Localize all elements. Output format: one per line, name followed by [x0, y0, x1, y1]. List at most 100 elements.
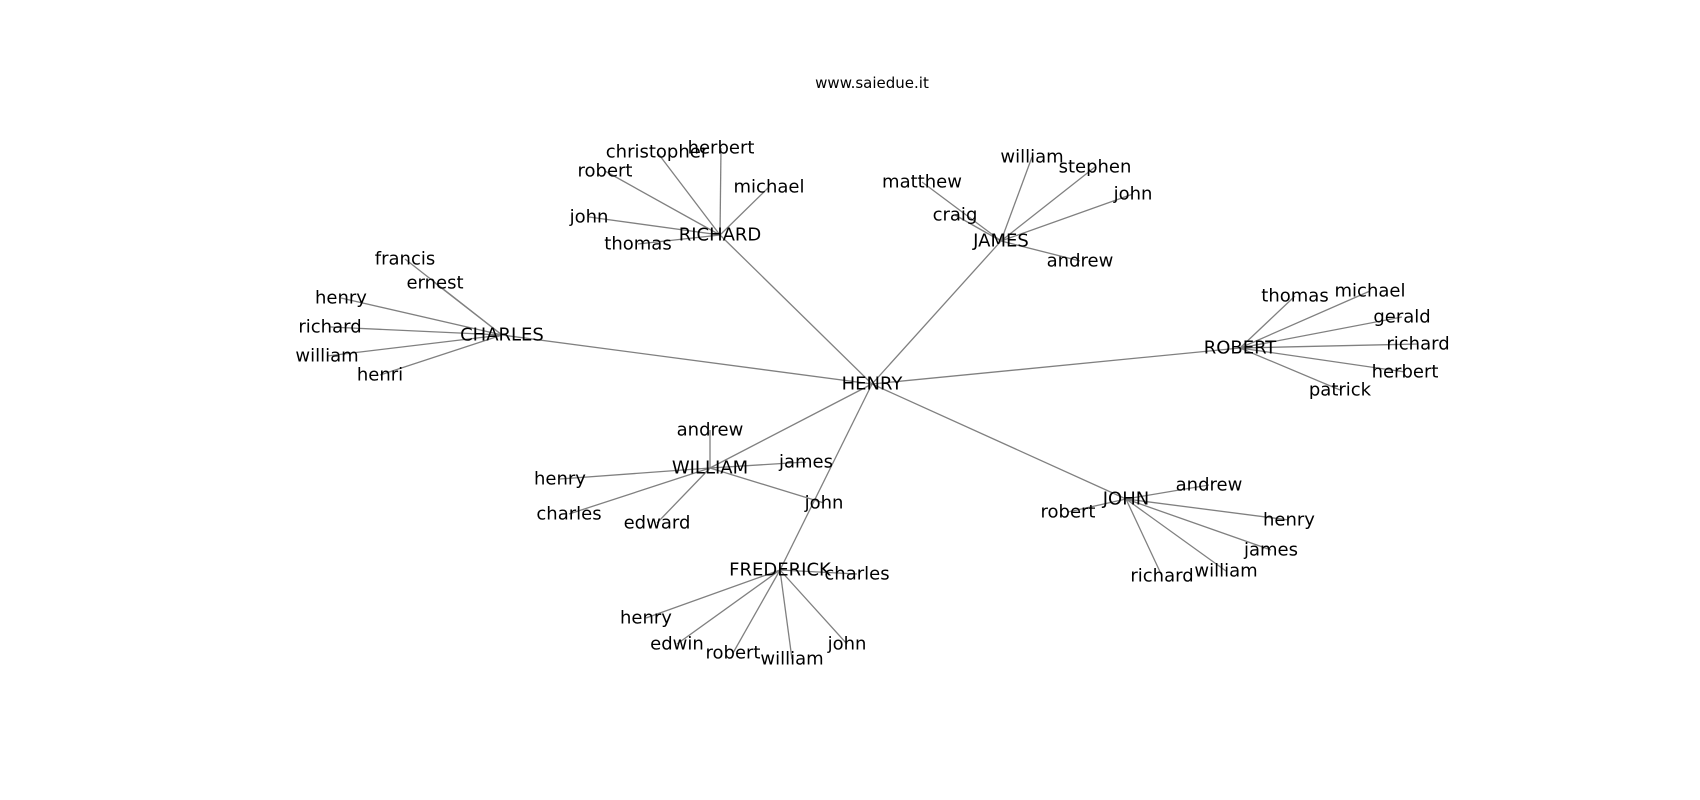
- hub-node-label-robert: ROBERT: [1204, 338, 1278, 359]
- leaf-node-label-charles-henry: henry: [315, 288, 367, 309]
- edge-richard-michael: [719, 186, 770, 236]
- edge-john-james: [1125, 498, 1272, 551]
- leaf-node-label-richard-robert: robert: [578, 161, 633, 182]
- leaf-node-label-charles-ernest: ernest: [406, 273, 463, 294]
- leaf-node-label-richard-herbert: herbert: [688, 138, 755, 159]
- edge-richard-robert: [604, 170, 721, 236]
- edge-john-richard: [1125, 498, 1163, 577]
- site-title: www.saiedue.it: [815, 74, 929, 92]
- leaf-node-label-richard-john: john: [569, 207, 609, 228]
- edge-william-james: [709, 461, 807, 469]
- edge-robert-patrick: [1239, 347, 1341, 391]
- edge-john-robert: [1067, 498, 1127, 513]
- edge-james-andrew: [1000, 240, 1081, 262]
- leaf-node-label-frederick-henry: henry: [620, 608, 672, 629]
- leaf-node-label-william-andrew: andrew: [677, 420, 744, 441]
- leaf-node-label-john-andrew: andrew: [1176, 475, 1243, 496]
- edge-robert-richard: [1239, 343, 1419, 349]
- leaf-node-label-richard-christopher: christopher: [606, 142, 709, 163]
- edge-root-john: [871, 383, 1127, 500]
- leaf-node-label-william-henry: henry: [534, 469, 586, 490]
- edge-charles-ernest: [434, 282, 503, 336]
- edge-charles-henri: [379, 334, 503, 376]
- leaf-node-label-william-edward: edward: [624, 513, 691, 534]
- edge-james-craig: [954, 214, 1002, 242]
- edge-james-william: [1000, 156, 1033, 242]
- leaf-node-label-james-craig: craig: [933, 205, 978, 226]
- edge-james-stephen: [1000, 166, 1096, 242]
- edge-root-charles: [501, 334, 873, 385]
- edge-richard-thomas: [637, 234, 721, 245]
- leaf-node-label-frederick-charles: charles: [824, 564, 889, 585]
- edges-layer: [326, 147, 1419, 660]
- edge-john-william: [1125, 498, 1227, 572]
- leaf-node-label-frederick-william: william: [760, 649, 823, 670]
- edge-william-john: [709, 467, 825, 504]
- hub-node-label-charles: CHARLES: [460, 325, 544, 346]
- leaf-node-label-frederick-edwin: edwin: [650, 634, 704, 655]
- edge-james-john: [1000, 193, 1134, 242]
- edge-charles-richard: [329, 326, 503, 336]
- leaf-node-label-william-james: james: [778, 452, 833, 473]
- edge-robert-thomas: [1239, 295, 1296, 349]
- leaf-node-label-robert-patrick: patrick: [1309, 380, 1372, 401]
- leaf-node-label-john-william: william: [1194, 561, 1257, 582]
- leaf-node-label-richard-thomas: thomas: [604, 234, 671, 255]
- edge-john-henry: [1125, 498, 1290, 521]
- edge-john-andrew: [1125, 484, 1210, 500]
- leaf-node-label-john-robert: robert: [1041, 502, 1096, 523]
- leaf-node-label-william-charles: charles: [536, 504, 601, 525]
- edge-richard-john: [588, 216, 721, 236]
- edge-root-robert: [871, 347, 1241, 385]
- hub-node-label-frederick: FREDERICK: [729, 560, 832, 581]
- edge-charles-henry: [340, 297, 503, 336]
- edge-frederick-edwin: [676, 569, 781, 645]
- leaf-node-label-frederick-john: john: [827, 634, 867, 655]
- leaf-node-label-charles-francis: francis: [375, 249, 435, 270]
- leaf-node-label-james-matthew: matthew: [882, 172, 962, 193]
- leaf-node-label-john-richard: richard: [1130, 566, 1193, 587]
- edge-frederick-charles: [779, 569, 858, 575]
- leaf-node-label-robert-gerald: gerald: [1373, 307, 1430, 328]
- leaf-node-label-james-andrew: andrew: [1047, 251, 1114, 272]
- edge-frederick-john: [779, 569, 848, 645]
- leaf-node-label-frederick-robert: robert: [706, 643, 761, 664]
- hub-node-label-john: JOHN: [1102, 489, 1149, 510]
- edge-root-richard: [719, 234, 873, 385]
- root-node-label: HENRY: [842, 374, 904, 395]
- leaf-node-label-charles-richard: richard: [298, 317, 361, 338]
- edge-william-charles: [568, 467, 711, 515]
- edge-richard-christopher: [656, 151, 721, 236]
- edge-james-matthew: [921, 181, 1002, 242]
- edge-richard-herbert: [719, 147, 722, 236]
- leaf-node-label-robert-herbert: herbert: [1372, 362, 1439, 383]
- leaf-node-label-james-william: william: [1000, 147, 1063, 168]
- edge-frederick-william: [779, 569, 793, 660]
- leaf-node-label-robert-richard: richard: [1386, 334, 1449, 355]
- edge-william-edward: [656, 467, 711, 524]
- edge-root-frederick: [779, 383, 873, 571]
- edge-frederick-robert: [732, 569, 781, 654]
- leaf-node-label-charles-william: william: [295, 346, 358, 367]
- edge-robert-michael: [1239, 290, 1371, 349]
- hub-node-label-richard: RICHARD: [679, 225, 762, 246]
- hub-node-label-william: WILLIAM: [672, 458, 748, 479]
- edge-frederick-henry: [645, 569, 781, 619]
- leaf-node-label-robert-thomas: thomas: [1261, 286, 1328, 307]
- edge-root-james: [871, 240, 1002, 385]
- leaf-node-label-robert-michael: michael: [1335, 281, 1406, 302]
- leaf-node-label-richard-michael: michael: [734, 177, 805, 198]
- leaf-node-label-john-james: james: [1243, 540, 1298, 561]
- leaf-node-label-william-john: john: [804, 493, 844, 514]
- hub-node-label-james: JAMES: [972, 231, 1029, 252]
- leaf-node-label-charles-henri: henri: [357, 365, 403, 386]
- labels-layer: HENRYRICHARDchristopherherbertrobertmich…: [295, 138, 1449, 670]
- edge-charles-william: [326, 334, 503, 357]
- edge-robert-herbert: [1239, 347, 1406, 373]
- edge-root-william: [709, 383, 873, 469]
- leaf-node-label-james-stephen: stephen: [1059, 157, 1132, 178]
- leaf-node-label-james-john: john: [1113, 184, 1153, 205]
- leaf-node-label-john-henry: henry: [1263, 510, 1315, 531]
- edge-robert-gerald: [1239, 316, 1403, 349]
